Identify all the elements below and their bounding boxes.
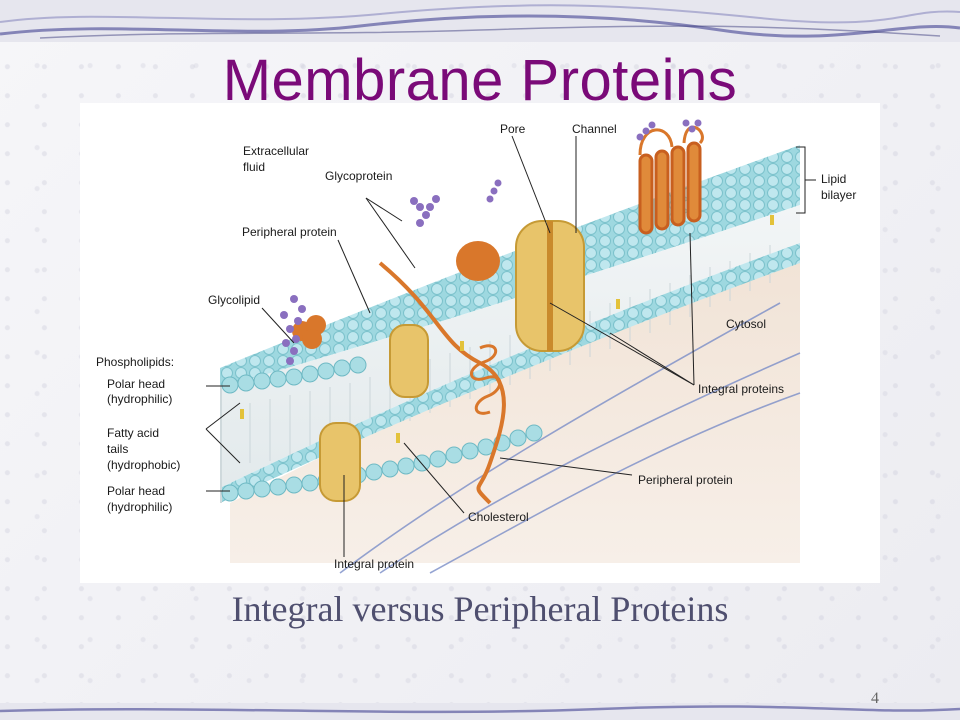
label-fluid: fluid bbox=[243, 160, 265, 174]
integral-protein-mid bbox=[389, 324, 429, 398]
peripheral-protein-top bbox=[456, 241, 500, 281]
label-polar-head-top: Polar head bbox=[107, 377, 165, 391]
channel-protein bbox=[515, 220, 585, 352]
label-hydrophobic: (hydrophobic) bbox=[107, 458, 180, 472]
page-number: 4 bbox=[871, 690, 879, 707]
peripheral-protein-coil bbox=[378, 261, 506, 505]
bottom-head-surface bbox=[220, 243, 800, 503]
slide-title: Membrane Proteins bbox=[222, 48, 738, 113]
top-decorative-border bbox=[0, 0, 960, 42]
label-lipid: Lipid bbox=[821, 172, 846, 186]
glycolipid-chain bbox=[280, 295, 306, 365]
label-fatty-acid: Fatty acid bbox=[107, 426, 159, 440]
label-channel: Channel bbox=[572, 122, 617, 136]
label-extracellular: Extracellular bbox=[243, 144, 309, 158]
label-tails: tails bbox=[107, 442, 128, 456]
helical-integral-protein bbox=[638, 141, 702, 235]
label-peripheral-protein-bottom: Peripheral protein bbox=[638, 473, 733, 487]
helical-loops-top bbox=[638, 125, 704, 156]
slide-subtitle: Integral versus Peripheral Proteins bbox=[231, 589, 729, 629]
glycoprotein-chains bbox=[410, 119, 702, 227]
membrane-diagram: Extracellular fluid Glycoprotein Pore Ch… bbox=[80, 103, 880, 583]
label-hydrophilic-top: (hydrophilic) bbox=[107, 392, 172, 406]
cytoskeleton-fibers bbox=[339, 302, 801, 574]
leader-lines bbox=[205, 135, 816, 557]
label-integral-proteins: Integral proteins bbox=[698, 382, 784, 396]
cholesterol-molecules bbox=[240, 215, 774, 443]
membrane-illustration: Extracellular fluid Glycoprotein Pore Ch… bbox=[96, 119, 856, 574]
cytosol-region bbox=[230, 253, 800, 563]
cross-section-heads-top bbox=[221, 356, 367, 394]
label-peripheral-protein-top: Peripheral protein bbox=[242, 225, 337, 239]
label-glycoprotein: Glycoprotein bbox=[325, 169, 392, 183]
glycolipid-protein-cluster bbox=[292, 315, 326, 349]
label-phospholipids: Phospholipids: bbox=[96, 355, 174, 369]
label-polar-head-bottom: Polar head bbox=[107, 484, 165, 498]
label-bilayer: bilayer bbox=[821, 188, 856, 202]
label-cytosol: Cytosol bbox=[726, 317, 766, 331]
label-hydrophilic-bottom: (hydrophilic) bbox=[107, 500, 172, 514]
label-integral-protein: Integral protein bbox=[334, 557, 414, 571]
label-pore: Pore bbox=[500, 122, 526, 136]
label-glycolipid: Glycolipid bbox=[208, 293, 260, 307]
label-cholesterol: Cholesterol bbox=[468, 510, 529, 524]
bottom-decorative-border bbox=[0, 703, 960, 720]
integral-protein-left bbox=[319, 422, 361, 502]
